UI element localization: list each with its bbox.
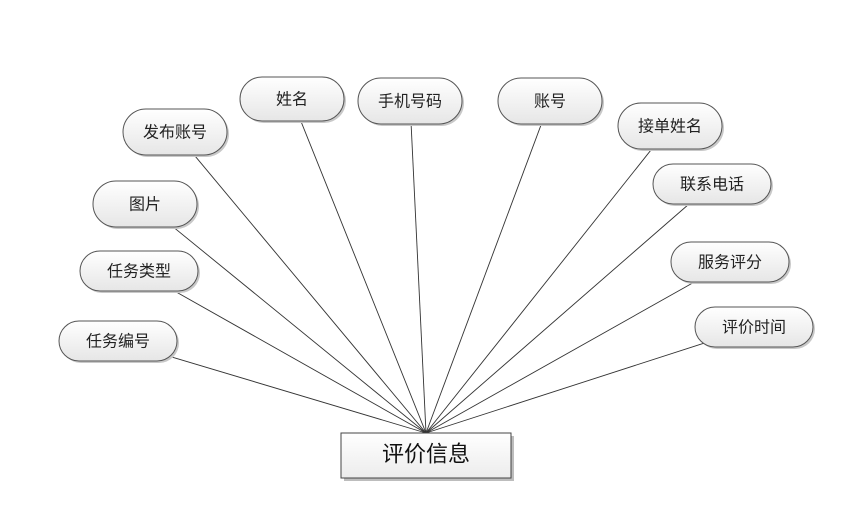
entity-box: [340, 432, 512, 479]
attribute-shape-task-type: [79, 250, 199, 292]
connector-picture: [169, 223, 427, 434]
attribute-taker-name: 接单姓名: [617, 102, 724, 151]
attribute-shape-account: [497, 77, 603, 125]
connector-contact-phone: [425, 202, 691, 434]
attribute-service-rating: 服务评分: [670, 241, 791, 284]
attribute-shape-task-number: [58, 320, 178, 362]
attribute-label-account: 账号: [534, 92, 566, 111]
attribute-label-contact-phone: 联系电话: [680, 175, 744, 194]
attribute-shape-evaluation-time: [694, 306, 814, 348]
connector-task-type: [169, 287, 427, 434]
attribute-label-service-rating: 服务评分: [698, 253, 762, 272]
attribute-label-name: 姓名: [276, 90, 308, 109]
connector-name: [300, 120, 427, 434]
attribute-contact-phone: 联系电话: [652, 163, 773, 206]
attribute-task-number: 任务编号: [58, 320, 179, 363]
attribute-label-picture: 图片: [129, 195, 161, 214]
attribute-account: 账号: [497, 77, 604, 126]
attribute-shape-publisher-account: [122, 108, 228, 156]
attribute-evaluation-time: 评价时间: [694, 306, 815, 349]
connector-taker-name: [425, 147, 654, 434]
attribute-shape-picture: [92, 180, 198, 228]
attribute-shape-service-rating: [670, 241, 790, 283]
attribute-label-evaluation-time: 评价时间: [722, 318, 786, 337]
attribute-label-phone-number: 手机号码: [378, 92, 442, 111]
attribute-label-publisher-account: 发布账号: [143, 123, 207, 142]
connector-service-rating: [425, 278, 700, 434]
attribute-phone-number: 手机号码: [357, 77, 464, 126]
attribute-shape-contact-phone: [652, 163, 772, 205]
attribute-shape-phone-number: [357, 77, 463, 125]
connector-task-number: [162, 353, 427, 434]
attribute-publisher-account: 发布账号: [122, 108, 229, 157]
connector-evaluation-time: [425, 340, 712, 434]
entity-node: 评价信息: [340, 432, 514, 481]
attribute-picture: 图片: [92, 180, 199, 229]
connector-phone-number: [410, 123, 427, 434]
connector-lines: [162, 120, 712, 434]
attribute-label-task-number: 任务编号: [86, 332, 150, 351]
entity-label: 评价信息: [382, 443, 470, 468]
attribute-shape-name: [239, 76, 345, 122]
attribute-shape-taker-name: [617, 102, 723, 150]
attribute-label-taker-name: 接单姓名: [638, 117, 702, 136]
attribute-name: 姓名: [239, 76, 346, 123]
connector-publisher-account: [192, 153, 427, 434]
attribute-label-task-type: 任务类型: [107, 262, 171, 281]
attribute-task-type: 任务类型: [79, 250, 200, 293]
connector-account: [425, 123, 542, 434]
